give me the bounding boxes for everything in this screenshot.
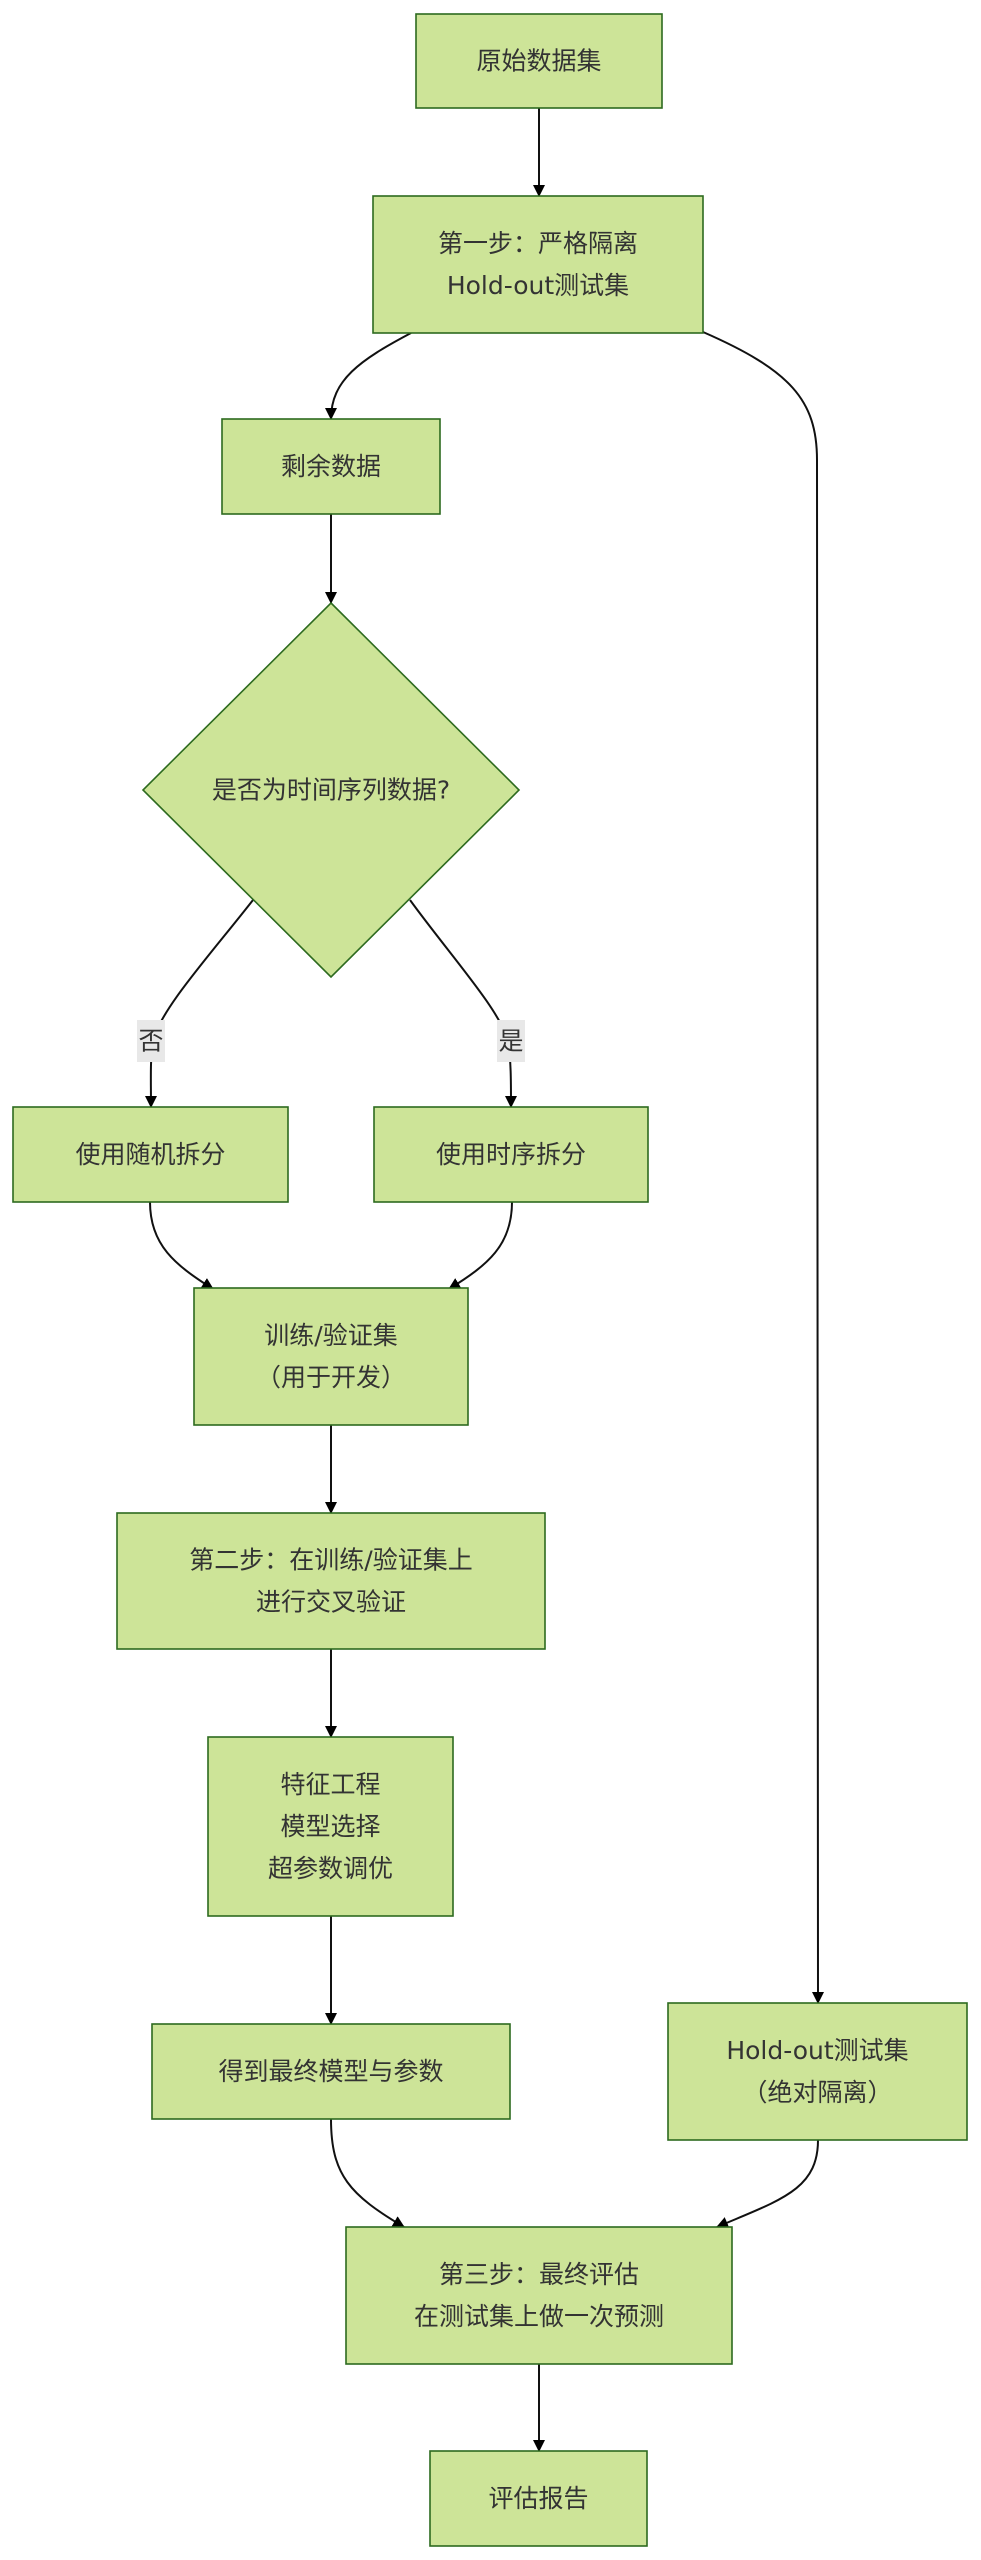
process-box xyxy=(221,418,441,515)
node-label: 模型选择 xyxy=(280,1812,380,1841)
node-step1[interactable]: 第一步：严格隔离 Hold-out测试集 xyxy=(372,195,704,334)
node-label: 在测试集上做一次预测 xyxy=(414,2302,664,2331)
edge-label-text: 否 xyxy=(138,1027,163,1056)
node-final[interactable]: 得到最终模型与参数 xyxy=(151,2023,511,2120)
edge-label-text: 是 xyxy=(498,1027,523,1056)
edge-label: 否 xyxy=(137,1020,165,1062)
process-box xyxy=(116,1512,546,1650)
node-label: 剩余数据 xyxy=(281,452,381,481)
node-label: 第二步：在训练/验证集上 xyxy=(189,1546,472,1575)
node-label: 使用随机拆分 xyxy=(75,1140,225,1169)
node-label: 得到最终模型与参数 xyxy=(218,2057,443,2086)
node-holdout[interactable]: Hold-out测试集 （绝对隔离） xyxy=(667,2002,968,2141)
node-report[interactable]: 评估报告 xyxy=(429,2450,648,2547)
process-box xyxy=(373,1106,649,1203)
node-label: Hold-out测试集 xyxy=(726,2036,908,2065)
process-box xyxy=(372,195,704,334)
node-label: 进行交叉验证 xyxy=(256,1588,406,1617)
process-box xyxy=(429,2450,648,2547)
process-box xyxy=(12,1106,289,1203)
node-raw[interactable]: 原始数据集 xyxy=(415,13,663,109)
edge-label-background xyxy=(137,1020,165,1062)
node-label: 是否为时间序列数据? xyxy=(212,776,450,805)
node-isTS[interactable]: 是否为时间序列数据? xyxy=(141,601,521,979)
process-box xyxy=(415,13,663,109)
edge-final-to-step3 xyxy=(330,2118,405,2228)
node-rest[interactable]: 剩余数据 xyxy=(221,418,441,515)
edge-random-to-trainval xyxy=(149,1201,214,1290)
decision-diamond xyxy=(141,601,521,979)
node-label: 训练/验证集 xyxy=(264,1321,397,1350)
node-label: 第一步：严格隔离 xyxy=(438,229,638,258)
node-label: 评估报告 xyxy=(488,2484,588,2513)
edge-label: 是 xyxy=(497,1020,525,1062)
edge-isTS-to-timesplit xyxy=(409,899,517,1108)
node-random[interactable]: 使用随机拆分 xyxy=(12,1106,289,1203)
node-label: 第三步：最终评估 xyxy=(439,2260,639,2289)
edge-step1-to-rest xyxy=(325,332,412,420)
node-label: 原始数据集 xyxy=(476,47,601,76)
node-label: 特征工程 xyxy=(280,1770,380,1799)
process-box xyxy=(207,1736,454,1917)
edge-isTS-to-random xyxy=(144,899,254,1108)
node-trainval[interactable]: 训练/验证集 （用于开发） xyxy=(193,1287,469,1426)
process-box xyxy=(667,2002,968,2141)
process-box xyxy=(345,2226,733,2365)
edge-timesplit-to-trainval xyxy=(448,1201,513,1290)
process-box xyxy=(193,1287,469,1426)
node-label: 超参数调优 xyxy=(268,1854,393,1883)
node-label: Hold-out测试集 xyxy=(447,271,629,300)
node-label: （用于开发） xyxy=(256,1363,406,1392)
edge-step1-to-holdout xyxy=(702,331,824,2004)
node-label: 使用时序拆分 xyxy=(436,1140,586,1169)
process-box xyxy=(151,2023,511,2120)
node-timesplit[interactable]: 使用时序拆分 xyxy=(373,1106,649,1203)
edge-label-background xyxy=(497,1020,525,1062)
edge-holdout-to-step3 xyxy=(716,2139,819,2229)
node-label: （绝对隔离） xyxy=(742,2078,892,2107)
